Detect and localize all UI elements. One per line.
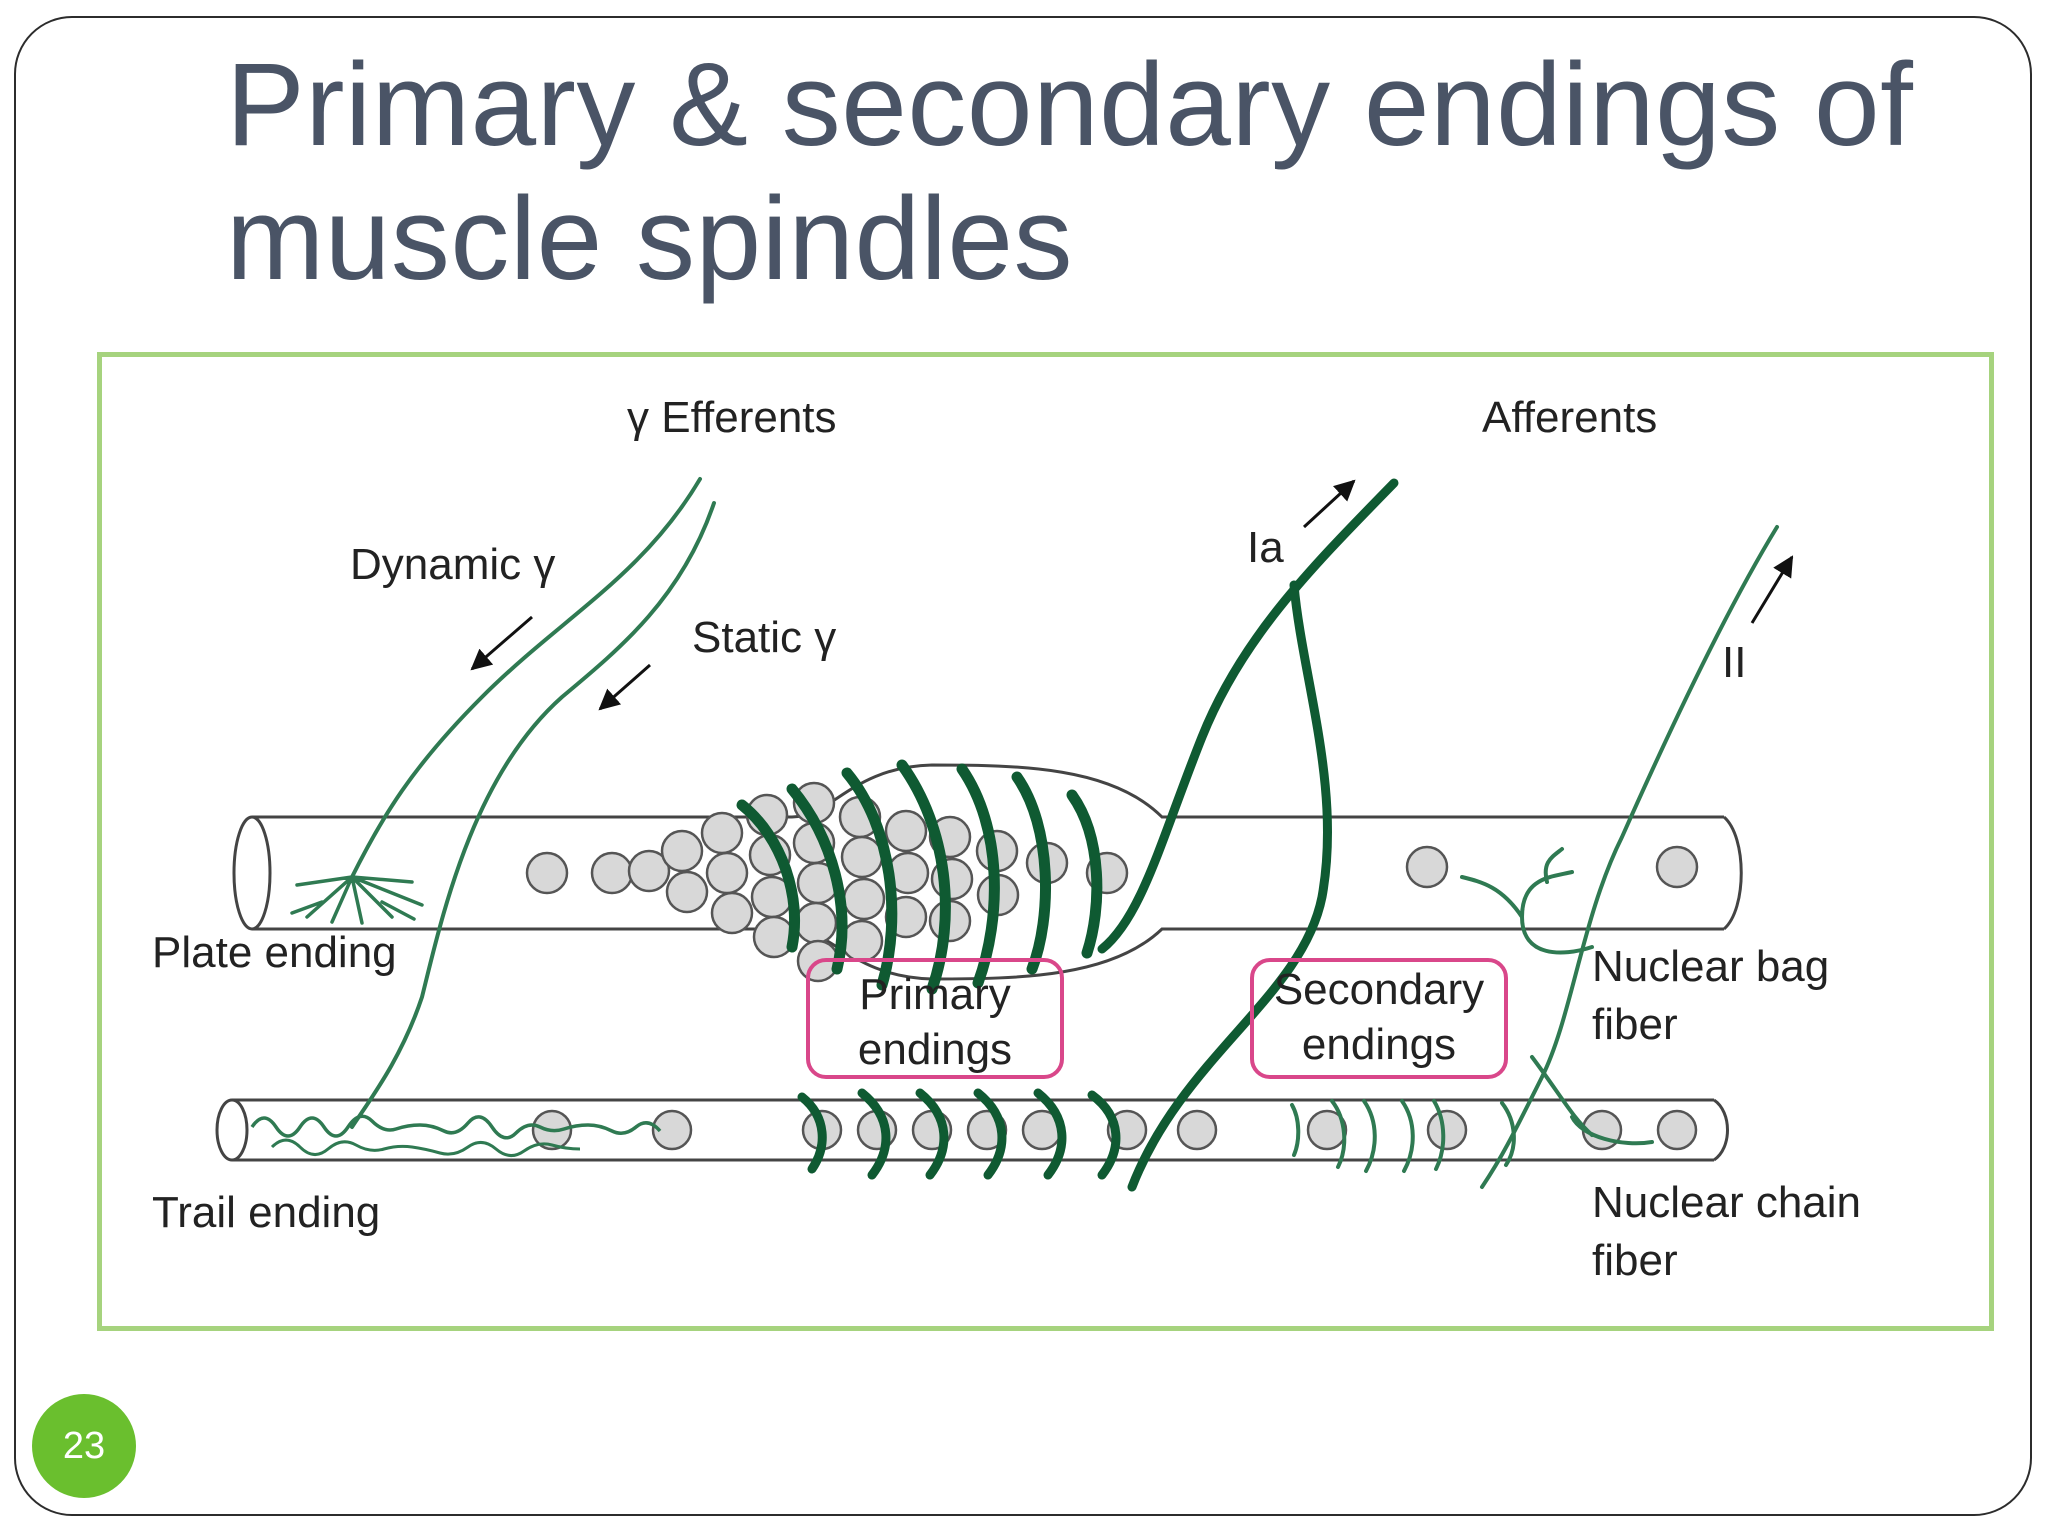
page-number-badge: 23 xyxy=(32,1394,136,1498)
plate-ending xyxy=(290,875,424,925)
slide-title-line-1: Primary & secondary endings of xyxy=(226,39,1914,171)
gamma-efferents-label: γ Efferents xyxy=(627,393,837,442)
secondary-endings-label-line-2: endings xyxy=(1302,1020,1456,1069)
nuclear-chain-fiber-label-line-1: Nuclear chain xyxy=(1592,1178,1861,1227)
secondary-flower-spray xyxy=(1290,1099,1516,1173)
dynamic-gamma-arrow xyxy=(470,615,533,671)
ii-label: II xyxy=(1722,638,1746,687)
ia-label: Ia xyxy=(1247,523,1284,572)
slide-title: Primary & secondary endings of muscle sp… xyxy=(226,38,1946,306)
ii-branch-to-chain xyxy=(1530,1055,1654,1146)
secondary-endings-label-line-1: Secondary xyxy=(1274,965,1484,1014)
nuclear-bag-fiber-label-line-2: fiber xyxy=(1592,1000,1678,1049)
nuclear-bag-nuclei xyxy=(525,781,1699,983)
page-number: 23 xyxy=(62,1424,106,1467)
nuclear-chain-fiber xyxy=(215,1098,1729,1162)
static-gamma-nerve xyxy=(350,501,716,1129)
primary-endings-label-line-2: endings xyxy=(858,1025,1012,1074)
primary-annulospiral-chain xyxy=(797,1088,1121,1180)
nuclear-bag-fiber-left-end xyxy=(232,815,272,931)
nuclear-chain-fiber-right-end xyxy=(1713,1098,1729,1162)
nuclear-chain-fiber-outline xyxy=(232,1098,1714,1162)
muscle-spindle-figure: γ Efferents Afferents Dynamic γ Static γ… xyxy=(97,352,1994,1331)
plate-ending-label: Plate ending xyxy=(152,928,397,977)
ii-afferent-nerve xyxy=(1480,525,1779,1189)
ia-afferent-nerve xyxy=(1097,478,1399,954)
primary-endings-label-line-1: Primary xyxy=(859,970,1011,1019)
nuclear-chain-fiber-left-end xyxy=(215,1098,249,1162)
muscle-spindle-diagram: γ Efferents Afferents Dynamic γ Static γ… xyxy=(152,393,1861,1285)
ii-branch-to-bag xyxy=(1460,847,1594,955)
dynamic-gamma-label: Dynamic γ xyxy=(350,540,555,589)
nuclear-chain-fiber-label-line-2: fiber xyxy=(1592,1236,1678,1285)
trail-ending-label: Trail ending xyxy=(152,1188,380,1237)
trail-ending xyxy=(250,1114,662,1157)
primary-endings-box xyxy=(806,958,1064,1079)
afferents-label: Afferents xyxy=(1482,393,1657,442)
secondary-endings-box xyxy=(1250,958,1508,1079)
static-gamma-arrow xyxy=(598,663,651,711)
nuclear-bag-fiber-right-end xyxy=(1722,815,1743,931)
static-gamma-label: Static γ xyxy=(692,613,836,662)
ia-arrow xyxy=(1302,479,1356,529)
nuclear-bag-fiber-label-line-1: Nuclear bag xyxy=(1592,942,1829,991)
ii-arrow xyxy=(1750,555,1794,624)
ia-branch-to-chain xyxy=(1127,580,1332,1192)
slide-title-line-2: muscle spindles xyxy=(226,173,1073,305)
dynamic-gamma-nerve xyxy=(350,477,702,879)
